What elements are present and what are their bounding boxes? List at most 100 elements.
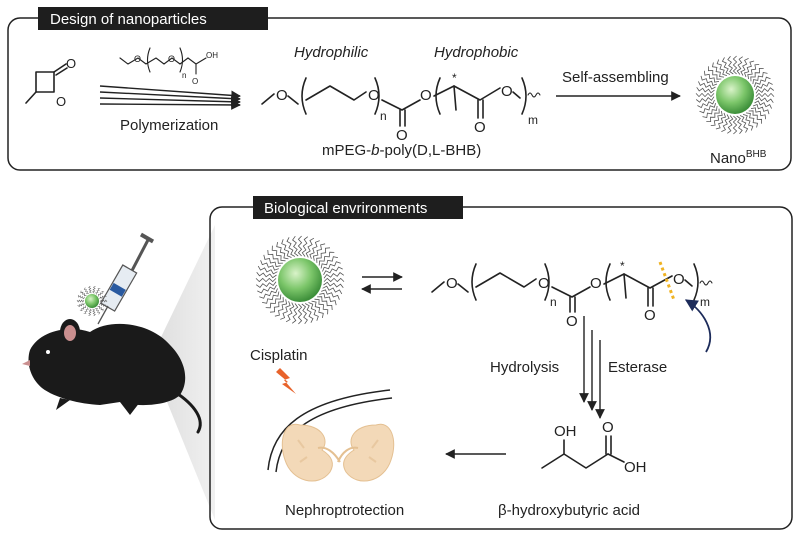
lightning-icon <box>276 368 296 394</box>
polymer-chain-squiggle <box>710 110 723 126</box>
polymer-chain-squiggle <box>262 291 280 304</box>
polymer-chain-squiggle <box>314 298 329 315</box>
polymer-chain-squiggle <box>750 67 764 82</box>
polymer-chain-squiggle <box>695 96 715 103</box>
polymer-chain-squiggle <box>696 87 715 94</box>
polymer-chain-squiggle <box>323 266 343 275</box>
polymer-chain-squiggle <box>748 110 763 124</box>
polymer-chain-squiggle <box>755 96 774 103</box>
polymer-chain-squiggle <box>323 272 345 279</box>
polymer-chain-squiggle <box>301 236 309 257</box>
svg-text:O: O <box>396 127 408 144</box>
polymer-chain-squiggle <box>280 301 291 320</box>
hydrolysis-label: Hydrolysis <box>490 359 559 376</box>
svg-text:O: O <box>368 87 380 104</box>
polymer-chain-squiggle <box>274 299 288 317</box>
nanoparticle-core-bottom <box>278 258 322 302</box>
polymer-chain-squiggle <box>291 303 299 324</box>
polymer-chain-squiggle <box>323 277 345 283</box>
polymer-chain-squiggle <box>699 102 716 114</box>
polymer-chain-squiggle <box>259 288 278 299</box>
polymer-chain-squiggle <box>727 55 734 75</box>
polymer-chain-squiggle <box>318 251 335 266</box>
polymer-chain-squiggle <box>716 59 728 76</box>
polymer-chain-squiggle <box>260 260 279 271</box>
polymer-chain-squiggle <box>727 115 734 134</box>
nanoparticle-injected <box>85 294 99 308</box>
polymer-chain-squiggle <box>286 237 295 257</box>
polymer-chain-squiggle <box>281 239 292 258</box>
svg-text:O: O <box>192 77 198 86</box>
svg-text:n: n <box>380 109 387 123</box>
kidney-illustration: Cisplatin Nephroptrotection <box>250 347 404 519</box>
svg-text:O: O <box>168 54 175 64</box>
polymerization-label: Polymerization <box>120 117 218 134</box>
design-panel-title: Design of nanoparticles <box>50 11 207 28</box>
polymer-chain-squiggle <box>698 81 716 90</box>
svg-text:O: O <box>590 275 602 292</box>
svg-text:O: O <box>66 56 76 71</box>
polymer-chain-squiggle <box>301 303 308 325</box>
svg-text:O: O <box>276 87 288 104</box>
polymer-chain-squiggle <box>263 254 281 268</box>
mouse-tail <box>173 390 202 434</box>
polymer-chain-squiggle <box>276 242 289 260</box>
polymer-chain-squiggle <box>265 294 282 309</box>
polymer-chain-squiggle <box>88 308 92 316</box>
polymer-chain-squiggle <box>732 55 738 75</box>
svg-text:O: O <box>501 83 513 100</box>
polymer-chain-squiggle <box>83 287 89 294</box>
polymer-name: mPEG-b-poly(D,L-BHB) <box>322 142 481 159</box>
polymer-chain-squiggle <box>269 297 284 313</box>
svg-text:O: O <box>538 275 550 292</box>
svg-text:O: O <box>644 307 656 324</box>
polymer-structure-bottom: O O n O O * O O m <box>431 259 713 353</box>
polymer-chain-squiggle <box>98 290 105 297</box>
mouse-eye <box>46 350 50 354</box>
polymer-chain-squiggle <box>323 281 344 289</box>
polymer-chain-squiggle <box>736 56 743 75</box>
polymerization-arrows: Polymerization <box>99 85 241 134</box>
polymer-chain-squiggle <box>712 62 725 78</box>
polymer-chain-squiggle <box>754 100 772 109</box>
polymer-chain-squiggle <box>319 292 337 306</box>
polymer-chain-squiggle <box>99 294 107 300</box>
polymer-chain-squiggle <box>736 115 743 135</box>
lactone-monomer: O O <box>25 56 76 109</box>
polymer-chain-squiggle <box>311 300 324 318</box>
polymer-chain-squiggle <box>754 76 771 88</box>
polymer-chain-squiggle <box>755 81 773 91</box>
polymer-chain-squiggle <box>99 299 108 303</box>
polymer-chain-squiggle <box>320 256 338 269</box>
polymer-chain-squiggle <box>697 99 715 109</box>
polymer-chain-squiggle <box>97 305 104 312</box>
svg-text:*: * <box>452 71 457 85</box>
svg-text:m: m <box>528 113 538 127</box>
polymer-chain-squiggle <box>322 261 341 272</box>
polymer-chain-squiggle <box>752 103 770 115</box>
svg-text:n: n <box>182 71 186 80</box>
polymer-chain-squiggle <box>77 294 85 300</box>
polymer-chain-squiggle <box>271 245 286 262</box>
syringe-icon <box>97 232 155 325</box>
svg-text:*: * <box>620 259 625 273</box>
ester-cleavage-site <box>658 261 676 301</box>
nano-label: NanoBHB <box>710 149 767 167</box>
nanoparticle-bottom <box>255 235 345 325</box>
biology-panel-title: Biological envrironments <box>264 200 427 217</box>
polymer-structure-top: Hydrophilic Hydrophobic O O n O O * O O … <box>261 44 541 159</box>
svg-text:O: O <box>566 313 578 330</box>
polymer-chain-squiggle <box>755 87 775 94</box>
self-assembling-label: Self-assembling <box>562 69 669 86</box>
polymer-chain-squiggle <box>79 305 86 312</box>
svg-text:O: O <box>134 54 141 64</box>
biology-panel: Biological envrironments <box>209 196 793 530</box>
polymer-chain-squiggle <box>752 72 768 85</box>
polymer-chain-squiggle <box>742 114 754 131</box>
polymer-chain-squiggle <box>700 75 718 87</box>
nanoparticle-core-top <box>716 76 754 114</box>
polymer-chain-squiggle <box>755 92 775 98</box>
equilibrium-arrows <box>361 272 403 294</box>
svg-text:OH: OH <box>624 459 647 476</box>
